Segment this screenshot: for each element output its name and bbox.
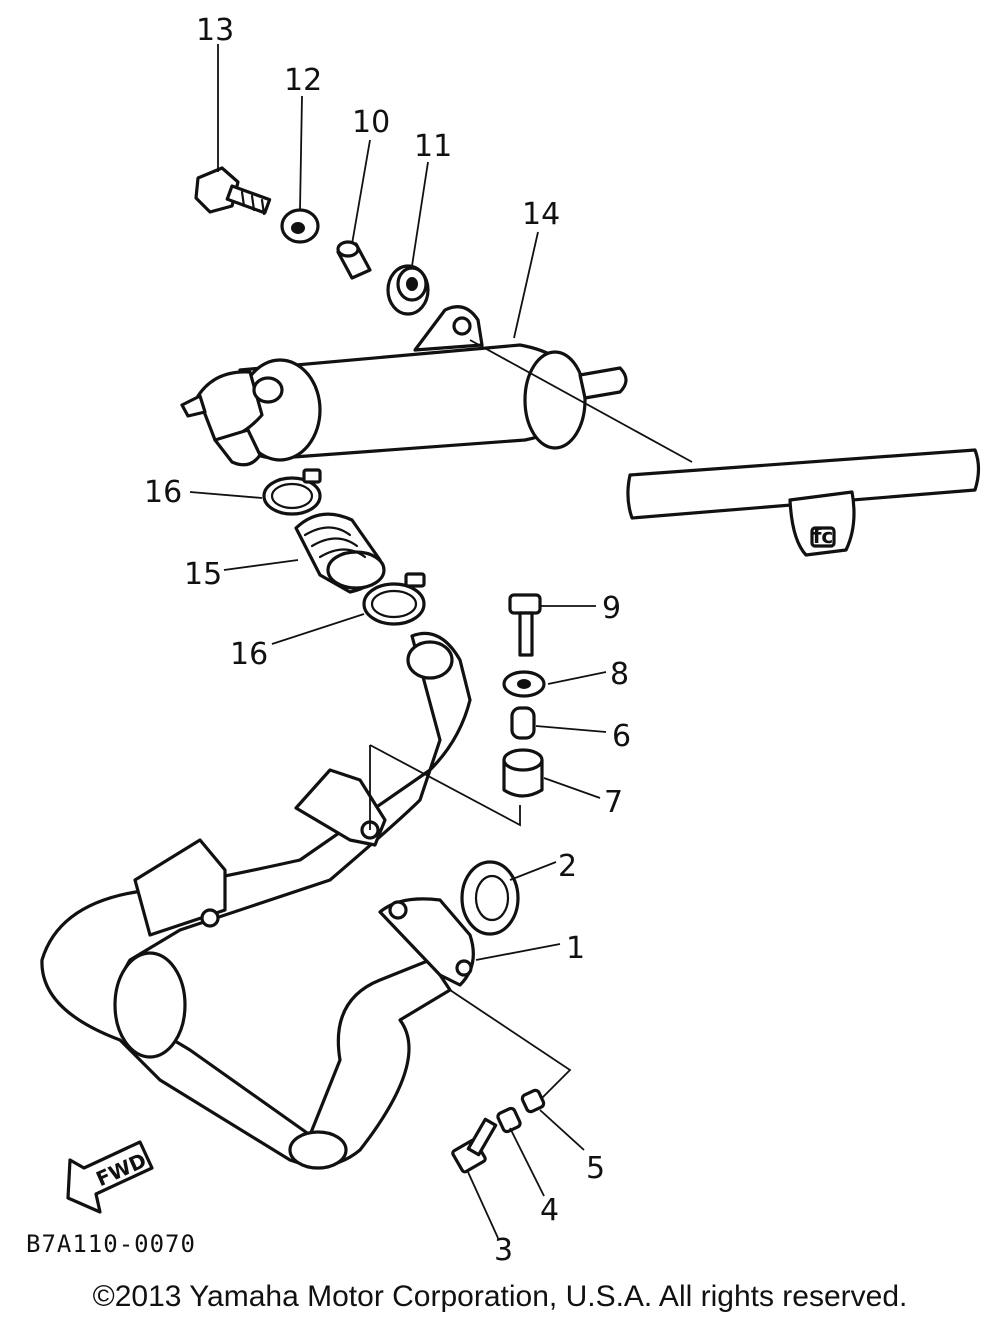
part-14-silencer — [180, 305, 628, 467]
exhaust-pipe — [40, 631, 475, 1170]
callout-11: 11 — [414, 129, 452, 164]
callout-2: 2 — [558, 849, 577, 884]
part-code: B7A110-0070 — [26, 1230, 196, 1258]
part-16-clamp-lower — [362, 572, 426, 626]
callout-16-lower: 16 — [230, 637, 268, 672]
callout-16-upper: 16 — [144, 475, 182, 510]
callout-15: 15 — [184, 557, 222, 592]
part-7-damper — [502, 748, 544, 798]
copyright-notice: ©2013 Yamaha Motor Corporation, U.S.A. A… — [93, 1280, 908, 1313]
part-4-washer — [496, 1106, 522, 1134]
callout-4: 4 — [540, 1193, 559, 1228]
part-2-gasket — [460, 860, 520, 936]
callout-14: 14 — [522, 197, 560, 232]
part-6-collar — [510, 706, 536, 740]
part-16-clamp-upper — [262, 468, 322, 516]
callout-9: 9 — [602, 591, 621, 626]
leader-lines — [189, 44, 607, 1239]
frame-tube: fc — [626, 448, 981, 557]
part-9-bolt — [508, 593, 542, 657]
callout-6: 6 — [612, 719, 631, 754]
callout-5: 5 — [586, 1151, 605, 1186]
part-15-joint — [294, 512, 386, 594]
callout-13: 13 — [196, 13, 234, 48]
callout-10: 10 — [352, 105, 390, 140]
callout-8: 8 — [610, 657, 629, 692]
callouts: 13 12 10 11 14 16 15 16 9 8 6 7 2 1 5 4 … — [144, 13, 631, 1268]
callout-12: 12 — [284, 63, 322, 98]
frame-tag-text: fc — [813, 524, 834, 548]
part-8-washer — [502, 670, 546, 698]
part-10-collar — [336, 240, 372, 280]
part-5-nut — [520, 1088, 546, 1114]
assembly-lines — [369, 339, 693, 1099]
part-12-washer — [280, 208, 320, 244]
part-11-grommet — [386, 264, 430, 316]
part-13-bolt — [194, 166, 272, 216]
callout-3: 3 — [494, 1233, 513, 1268]
part-3-bolt — [451, 1117, 498, 1174]
callout-1: 1 — [566, 931, 585, 966]
fwd-arrow: FWD — [66, 1140, 154, 1214]
callout-7: 7 — [604, 785, 623, 820]
